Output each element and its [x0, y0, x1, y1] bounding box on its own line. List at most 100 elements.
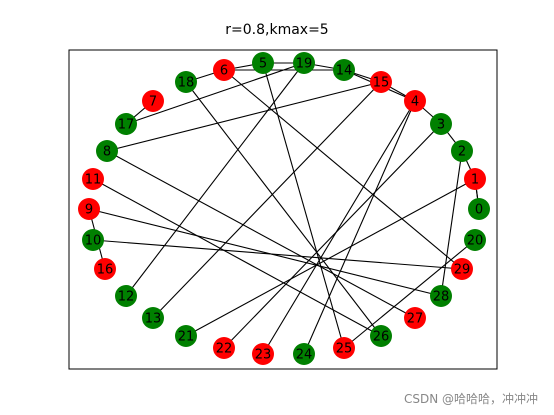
node-label-17: 17	[118, 118, 135, 133]
node-label-22: 22	[216, 342, 233, 357]
node-circle-4	[404, 90, 426, 112]
node-label-15: 15	[373, 76, 390, 91]
node-23: 23	[252, 343, 274, 365]
edge-3-22	[223, 123, 442, 349]
edge-4-23	[262, 100, 416, 355]
node-circle-12	[115, 285, 137, 307]
node-circle-6	[213, 59, 235, 81]
node-4: 4	[404, 90, 426, 112]
node-label-20: 20	[467, 234, 484, 249]
node-13: 13	[142, 307, 164, 329]
node-14: 14	[333, 59, 355, 81]
node-circle-14	[333, 59, 355, 81]
node-label-27: 27	[407, 312, 424, 327]
node-12: 12	[115, 285, 137, 307]
node-circle-15	[370, 71, 392, 93]
edge-18-26	[185, 81, 382, 337]
node-label-24: 24	[296, 348, 313, 363]
node-circle-10	[82, 229, 104, 251]
node-24: 24	[293, 343, 315, 365]
node-label-13: 13	[145, 312, 162, 327]
node-label-7: 7	[149, 95, 157, 110]
edge-20-25	[343, 239, 476, 349]
node-circle-22	[213, 337, 235, 359]
node-label-2: 2	[458, 145, 466, 160]
node-8: 8	[96, 140, 118, 162]
node-circle-24	[293, 343, 315, 365]
node-9: 9	[78, 198, 100, 220]
node-circle-13	[142, 307, 164, 329]
node-circle-9	[78, 198, 100, 220]
node-label-29: 29	[454, 263, 471, 278]
edge-11-26	[92, 178, 382, 337]
plot-frame	[68, 49, 498, 370]
edge-6-29	[223, 69, 463, 270]
node-circle-3	[430, 113, 452, 135]
node-circle-27	[404, 307, 426, 329]
node-circle-16	[94, 258, 116, 280]
node-circle-18	[175, 71, 197, 93]
node-circle-5	[252, 52, 274, 74]
node-circle-17	[115, 113, 137, 135]
node-label-16: 16	[97, 263, 114, 278]
node-circle-23	[252, 343, 274, 365]
node-circle-0	[468, 198, 490, 220]
node-circle-21	[175, 325, 197, 347]
node-label-5: 5	[259, 57, 267, 72]
node-circle-26	[370, 325, 392, 347]
edge-17-19	[125, 62, 305, 125]
node-circle-29	[451, 258, 473, 280]
graph-title: r=0.8,kmax=5	[225, 22, 329, 38]
node-22: 22	[213, 337, 235, 359]
node-10: 10	[82, 229, 104, 251]
node-27: 27	[404, 307, 426, 329]
node-label-11: 11	[85, 173, 102, 188]
node-label-3: 3	[437, 118, 445, 133]
node-label-25: 25	[336, 342, 353, 357]
node-label-9: 9	[85, 203, 93, 218]
edge-12-19	[125, 62, 305, 297]
node-label-23: 23	[255, 348, 272, 363]
node-17: 17	[115, 113, 137, 135]
node-circle-8	[96, 140, 118, 162]
node-2: 2	[451, 140, 473, 162]
node-15: 15	[370, 71, 392, 93]
node-label-4: 4	[411, 95, 419, 110]
node-label-28: 28	[433, 290, 450, 305]
node-label-6: 6	[220, 64, 228, 79]
edge-8-27	[106, 150, 416, 319]
watermark: CSDN @哈哈哈，冲冲冲	[403, 392, 538, 406]
node-label-12: 12	[118, 290, 135, 305]
edge-2-28	[440, 150, 463, 297]
node-7: 7	[142, 90, 164, 112]
node-label-14: 14	[336, 64, 353, 79]
node-19: 19	[293, 52, 315, 74]
node-11: 11	[82, 168, 104, 190]
node-0: 0	[468, 198, 490, 220]
node-6: 6	[213, 59, 235, 81]
node-label-0: 0	[475, 203, 483, 218]
node-label-8: 8	[103, 145, 111, 160]
node-circle-25	[333, 337, 355, 359]
node-29: 29	[451, 258, 473, 280]
node-18: 18	[175, 71, 197, 93]
node-label-26: 26	[373, 330, 390, 345]
node-label-10: 10	[85, 234, 102, 249]
node-circle-28	[430, 285, 452, 307]
node-circle-2	[451, 140, 473, 162]
node-label-1: 1	[471, 173, 479, 188]
edge-13-15	[152, 81, 382, 319]
node-26: 26	[370, 325, 392, 347]
edge-4-24	[303, 100, 416, 355]
edge-10-29	[92, 239, 463, 270]
node-20: 20	[464, 229, 486, 251]
node-21: 21	[175, 325, 197, 347]
node-circle-1	[464, 168, 486, 190]
node-5: 5	[252, 52, 274, 74]
node-circle-7	[142, 90, 164, 112]
node-label-21: 21	[178, 330, 195, 345]
node-circle-19	[293, 52, 315, 74]
edge-8-15	[106, 81, 382, 152]
